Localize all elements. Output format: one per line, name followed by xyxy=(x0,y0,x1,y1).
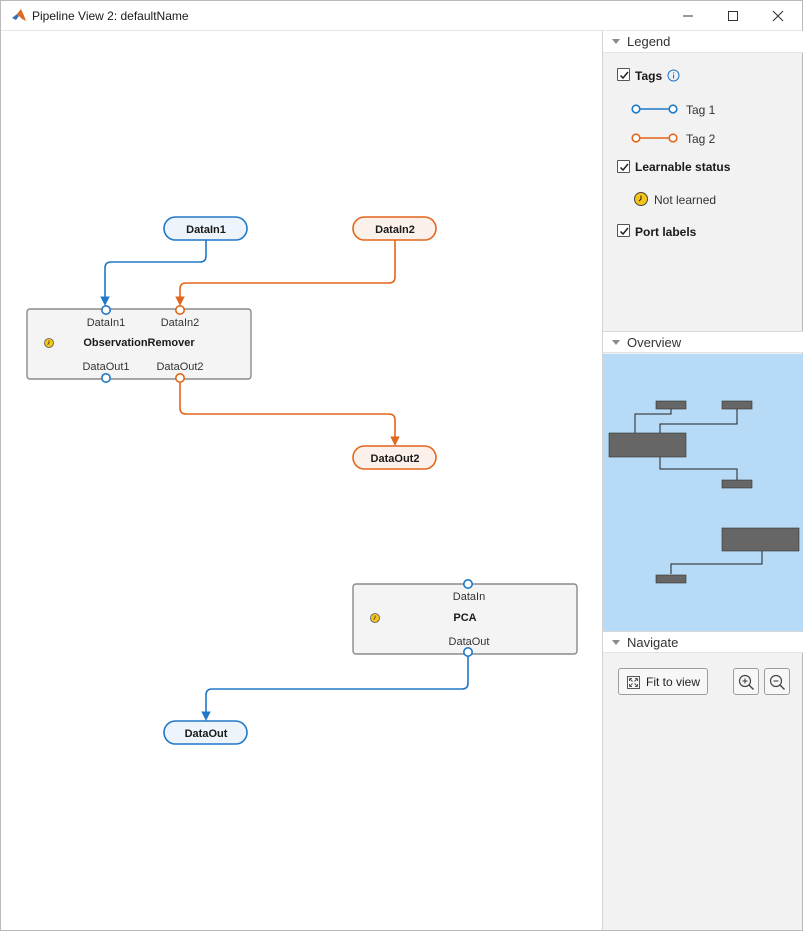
component-observation-remover[interactable]: DataIn1 DataIn2 ObservationRemover DataO… xyxy=(26,304,252,383)
fit-to-view-label: Fit to view xyxy=(646,675,701,689)
input-node-datain1[interactable]: DataIn1 xyxy=(163,216,248,241)
fit-to-view-icon xyxy=(626,675,641,693)
overview-minimap[interactable] xyxy=(603,354,803,631)
input-port-datain[interactable] xyxy=(462,578,473,589)
component-pca[interactable]: DataIn PCA DataOut xyxy=(352,578,578,657)
zoom-out-icon xyxy=(769,674,786,694)
connection-datain2-to-observationremover[interactable] xyxy=(175,240,396,306)
zoom-in-button[interactable] xyxy=(733,668,759,695)
input-port-datain1[interactable] xyxy=(101,304,112,315)
learnable-status-label: Learnable status xyxy=(635,160,731,174)
input-node-datain2-label: DataIn2 xyxy=(375,224,415,236)
output-node-dataout2[interactable]: DataOut2 xyxy=(352,445,437,470)
learnable-status-checkbox[interactable] xyxy=(617,160,630,173)
tag2-label: Tag 2 xyxy=(686,132,716,146)
output-port-dataout1[interactable] xyxy=(101,372,112,383)
matlab-logo-icon xyxy=(11,8,27,24)
tag1-label: Tag 1 xyxy=(686,103,716,117)
not-learned-icon xyxy=(370,613,380,623)
port-label-datain2: DataIn2 xyxy=(161,317,200,329)
minimize-icon xyxy=(683,15,693,17)
title-bar: Pipeline View 2: defaultName xyxy=(1,1,802,31)
input-port-datain2[interactable] xyxy=(175,304,186,315)
port-label-dataout: DataOut xyxy=(449,636,490,648)
tags-label: Tags xyxy=(635,69,663,83)
collapse-caret-icon xyxy=(612,640,620,645)
output-node-dataout-label: DataOut xyxy=(185,728,228,740)
checkmark-icon xyxy=(619,71,629,80)
collapse-caret-icon xyxy=(612,340,620,345)
zoom-in-icon xyxy=(738,674,755,694)
overview-title: Overview xyxy=(627,335,682,350)
not-learned-label: Not learned xyxy=(654,193,717,207)
port-label-dataout1: DataOut1 xyxy=(82,361,129,373)
close-icon xyxy=(772,10,784,22)
tag2-line-icon xyxy=(631,132,679,147)
overview-section-header[interactable]: Overview xyxy=(603,331,803,353)
port-labels-label: Port labels xyxy=(635,225,697,239)
input-node-datain1-label: DataIn1 xyxy=(186,224,226,236)
component-name-pca: PCA xyxy=(453,612,476,624)
tag1-line-icon xyxy=(631,103,679,118)
output-node-dataout[interactable]: DataOut xyxy=(163,720,248,745)
minimap-connection xyxy=(634,409,672,433)
port-label-datain: DataIn xyxy=(453,591,485,603)
minimize-button[interactable] xyxy=(665,1,711,31)
minimap-connection xyxy=(670,551,763,574)
minimap-node xyxy=(655,574,687,584)
checkmark-icon xyxy=(619,163,629,172)
minimap-connection xyxy=(659,409,738,433)
side-panel: Legend Tags Tag 1 Tag 2 Learnable status… xyxy=(602,31,803,930)
output-port-dataout[interactable] xyxy=(462,646,473,657)
info-icon[interactable] xyxy=(667,69,680,85)
minimap-connection xyxy=(659,457,738,480)
minimap-node xyxy=(655,400,687,410)
maximize-button[interactable] xyxy=(710,1,756,31)
checkmark-icon xyxy=(619,227,629,236)
collapse-caret-icon xyxy=(612,39,620,44)
legend-title: Legend xyxy=(627,34,671,49)
port-label-datain1: DataIn1 xyxy=(87,317,126,329)
tags-checkbox[interactable] xyxy=(617,68,630,81)
connection-pca-to-dataout[interactable] xyxy=(201,655,469,721)
output-port-dataout2[interactable] xyxy=(175,372,186,383)
output-node-dataout2-label: DataOut2 xyxy=(371,453,420,465)
window-title: Pipeline View 2: defaultName xyxy=(32,9,189,23)
minimap-node xyxy=(721,400,753,410)
navigate-section-header[interactable]: Navigate xyxy=(603,631,803,653)
not-learned-icon xyxy=(633,191,649,210)
close-button[interactable] xyxy=(755,1,801,31)
legend-section-header[interactable]: Legend xyxy=(603,31,803,53)
input-node-datain2[interactable]: DataIn2 xyxy=(352,216,437,241)
navigate-title: Navigate xyxy=(627,635,679,650)
component-name-observation-remover: ObservationRemover xyxy=(83,337,195,349)
minimap-node xyxy=(721,527,800,552)
port-label-dataout2: DataOut2 xyxy=(156,361,203,373)
port-labels-checkbox[interactable] xyxy=(617,224,630,237)
connection-observationremover-to-dataout2[interactable] xyxy=(179,383,400,446)
connection-datain1-to-observationremover[interactable] xyxy=(100,240,207,306)
zoom-out-button[interactable] xyxy=(764,668,790,695)
fit-to-view-button[interactable]: Fit to view xyxy=(618,668,708,695)
minimap-node xyxy=(608,432,687,458)
minimap-node xyxy=(721,479,753,489)
not-learned-icon xyxy=(44,338,54,348)
pipeline-canvas[interactable]: DataIn1 DataIn2 DataOut2 DataOut DataIn1… xyxy=(1,31,602,930)
maximize-icon xyxy=(728,11,738,21)
